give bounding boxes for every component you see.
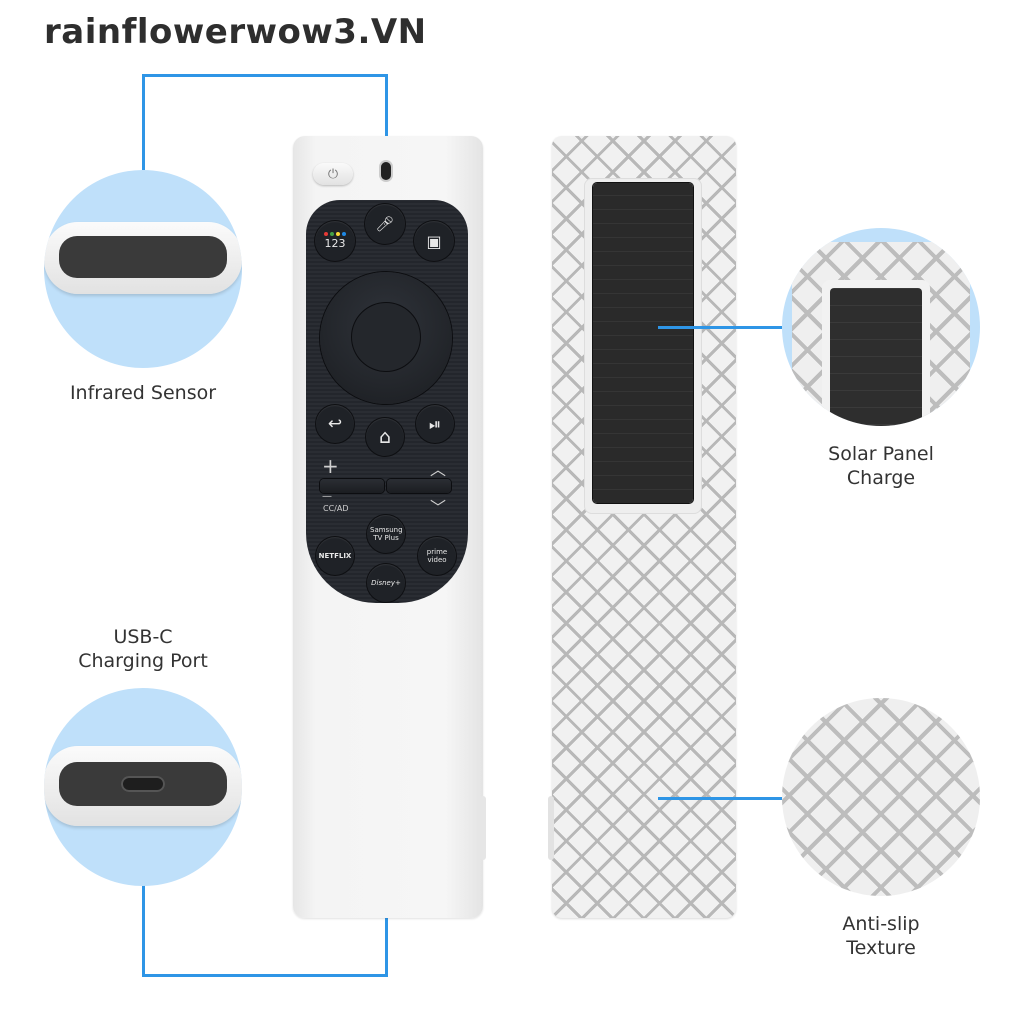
prime-video-label: prime video <box>426 548 448 564</box>
microphone-icon: 🎤︎ <box>375 215 395 233</box>
samsung-tv-plus-button[interactable]: Samsung TV Plus <box>367 515 405 553</box>
back-icon: ↩ <box>327 414 343 434</box>
channel-rocker[interactable] <box>387 479 451 493</box>
infrared-sensor <box>381 162 391 180</box>
disney-plus-button[interactable]: Disney+ <box>367 564 405 602</box>
netflix-label: NETFLIX <box>318 552 352 560</box>
usb-port-bubble <box>44 688 242 886</box>
power-icon: ⏻ <box>327 166 339 182</box>
channel-up-label: ︿ <box>430 460 447 479</box>
usb-housing <box>44 746 242 826</box>
texture-label-line2: Texture <box>846 937 916 959</box>
volume-minus-label: — <box>322 491 332 502</box>
volume-rocker[interactable] <box>320 479 384 493</box>
prime-video-button[interactable]: prime video <box>418 537 456 575</box>
home-button[interactable]: ⌂ <box>366 418 404 456</box>
color-number-button[interactable]: 123 <box>315 221 355 261</box>
color-dots-icon <box>324 232 346 236</box>
power-button[interactable]: ⏻ <box>313 163 353 185</box>
usb-port-face <box>59 762 227 806</box>
ok-button[interactable] <box>352 303 420 371</box>
samsung-tv-plus-label: Samsung TV Plus <box>370 526 403 542</box>
channel-down-label: ﹀ <box>430 498 447 517</box>
connector-infrared-right <box>385 74 388 154</box>
case-side-button <box>548 796 554 860</box>
sensor-housing <box>44 222 242 294</box>
cc-ad-label: CC/AD <box>323 504 349 513</box>
volume-plus-label: + <box>322 454 339 478</box>
microphone-button[interactable]: 🎤︎ <box>365 204 405 244</box>
texture-label-line1: Anti-slip <box>842 913 920 935</box>
connector-usb-left <box>142 880 145 976</box>
solar-label-line2: Charge <box>846 467 916 489</box>
connector-usb-right <box>385 902 388 977</box>
usb-c-port-icon <box>121 776 165 792</box>
back-button[interactable]: ↩ <box>316 405 354 443</box>
netflix-button[interactable]: NETFLIX <box>316 537 354 575</box>
disney-plus-label: Disney+ <box>371 579 401 587</box>
multiview-icon: ▣ <box>426 231 442 251</box>
connector-infrared-top <box>142 74 388 77</box>
multiview-button[interactable]: ▣ <box>414 221 454 261</box>
remote-side-button <box>480 796 486 860</box>
infrared-sensor-label: Infrared Sensor <box>69 382 217 404</box>
solar-panel-bubble <box>782 228 980 426</box>
watermark: rainflowerwow3.VN <box>44 12 427 52</box>
infrared-sensor-bubble <box>44 170 242 368</box>
anti-slip-texture-bubble <box>782 698 980 896</box>
home-icon: ⌂ <box>378 426 392 448</box>
connector-infrared-left <box>142 74 145 170</box>
play-pause-icon: ⏯ <box>428 415 441 433</box>
connector-texture <box>658 797 782 800</box>
connector-solar <box>658 326 782 329</box>
connector-usb-bottom <box>142 974 388 977</box>
usb-label-line2: Charging Port <box>78 650 208 672</box>
number-label: 123 <box>324 237 346 250</box>
play-pause-button[interactable]: ⏯ <box>416 405 454 443</box>
infrared-sensor-window <box>59 236 227 278</box>
usb-label-line1: USB-C <box>113 626 173 648</box>
solar-label-line1: Solar Panel <box>828 443 934 465</box>
solar-panel <box>593 183 693 503</box>
solar-closeup <box>830 288 922 426</box>
